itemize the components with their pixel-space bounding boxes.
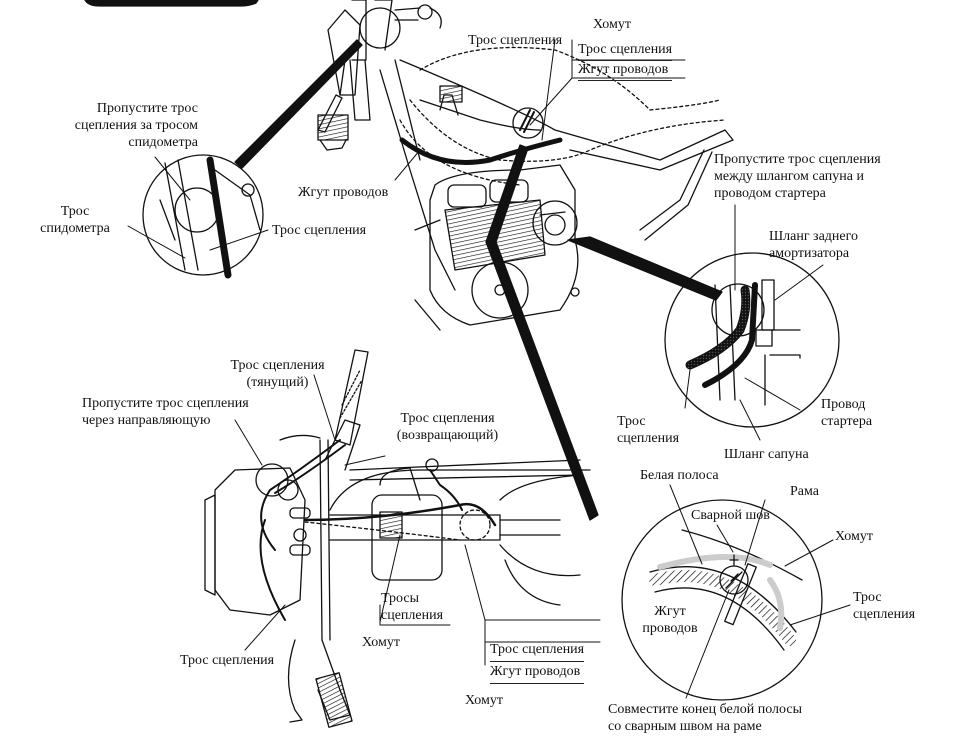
label-clutch-cable-return: Трос сцепления (возвращающий) bbox=[385, 410, 510, 444]
label-starter-wire: Провод стартера bbox=[821, 396, 872, 430]
label-starter-wire-line-2: стартера bbox=[821, 414, 873, 429]
label-white-stripe: Белая полоса bbox=[640, 468, 719, 483]
label-rear-shock-hose: Шланг заднего амортизатора bbox=[769, 228, 858, 262]
label-clutch-cable-return-line-1: Трос сцепления bbox=[400, 411, 495, 426]
label-starter-wire-line-1: Провод bbox=[821, 397, 866, 412]
label-handlebar-stack: Трос сцепления Жгут проводов bbox=[490, 640, 585, 684]
label-weld-clutch-cable: Трос сцепления bbox=[853, 589, 915, 623]
label-guide-instruction-line-1: Пропустите трос сцепления bbox=[82, 396, 249, 411]
label-weld-wire-harness-line-2: проводов bbox=[642, 621, 698, 636]
label-wire-harness-main: Жгут проводов bbox=[298, 185, 389, 200]
breather-callout-circle bbox=[664, 252, 840, 428]
label-clutch-cables: Тросы сцепления bbox=[323, 590, 443, 624]
label-weld-wire-harness-line-1: Жгут bbox=[654, 604, 686, 619]
label-breather-hose: Шланг сапуна bbox=[724, 447, 809, 462]
label-guide-instruction: Пропустите трос сцепления через направля… bbox=[82, 395, 249, 429]
label-top-clamp: Хомут bbox=[593, 17, 631, 32]
speedo-callout-circle bbox=[142, 154, 264, 279]
label-breather-instruction-line-1: Пропустите трос сцепления bbox=[714, 152, 881, 167]
weld-callout-circle bbox=[621, 499, 823, 701]
label-clutch-cables-line-1: Тросы bbox=[381, 591, 419, 606]
label-weld-instruction-line-1: Совместите конец белой полосы bbox=[608, 702, 802, 717]
label-weld-instruction: Совместите конец белой полосы со сварным… bbox=[608, 701, 802, 735]
label-weld-seam: Сварной шов bbox=[691, 508, 770, 523]
label-rear-shock-hose-line-2: амортизатора bbox=[769, 246, 850, 261]
label-breather-instruction: Пропустите трос сцепления между шлангом … bbox=[714, 151, 881, 202]
label-clutch-cable-pull-line-2: (тянущий) bbox=[246, 375, 309, 390]
label-handlebar-clamp-1: Хомут bbox=[362, 635, 400, 650]
label-clutch-cable-pull-line-1: Трос сцепления bbox=[230, 358, 325, 373]
label-weld-wire-harness: Жгут проводов bbox=[630, 603, 710, 637]
label-frame: Рама bbox=[790, 484, 819, 499]
leader-lines bbox=[127, 39, 851, 699]
label-weld-clutch-cable-line-2: сцепления bbox=[853, 607, 916, 622]
label-handlebar-stack-row-2: Жгут проводов bbox=[490, 662, 585, 684]
label-speedo-cable-line-1: Трос bbox=[60, 204, 90, 219]
label-handlebar-clamp-2: Хомут bbox=[465, 693, 503, 708]
label-handlebar-stack-row-1: Трос сцепления bbox=[490, 640, 585, 662]
label-clutch-cable-pull: Трос сцепления (тянущий) bbox=[220, 357, 335, 391]
label-speedo-instruction: Пропустите трос сцепления за тросом спид… bbox=[58, 100, 198, 151]
label-breather-instruction-line-2: между шлангом сапуна и bbox=[714, 169, 864, 184]
label-weld-clutch-cable-line-1: Трос bbox=[853, 590, 882, 605]
label-top-clutch-cable: Трос сцепления bbox=[468, 33, 563, 48]
label-top-stack: Трос сцепления Жгут проводов bbox=[578, 41, 673, 81]
label-guide-instruction-line-2: через направляющую bbox=[82, 413, 211, 428]
label-speedo-instruction-line-2: сцепления за тросом bbox=[74, 118, 198, 133]
label-top-stack-row-1: Трос сцепления bbox=[578, 41, 673, 61]
label-speedo-instruction-line-1: Пропустите трос bbox=[96, 101, 198, 116]
label-speedo-cable-line-2: спидометра bbox=[40, 221, 110, 236]
label-speedo-clutch-cable: Трос сцепления bbox=[272, 223, 367, 238]
label-speedo-cable: Трос спидометра bbox=[30, 203, 120, 237]
label-clutch-cable-return-line-2: (возвращающий) bbox=[396, 428, 499, 443]
label-rear-shock-hose-line-1: Шланг заднего bbox=[769, 229, 859, 244]
label-weld-instruction-line-2: со сварным швом на раме bbox=[608, 719, 762, 734]
label-weld-clamp: Хомут bbox=[835, 529, 873, 544]
label-top-stack-row-2: Жгут проводов bbox=[578, 61, 673, 81]
pointer-lines bbox=[234, 39, 723, 521]
header-bar-fragment bbox=[84, 0, 259, 7]
label-clutch-cables-line-2: сцепления bbox=[381, 608, 444, 623]
top-view-handlebar bbox=[204, 349, 591, 728]
label-breather-clutch-cable: Трос сцепления bbox=[617, 413, 679, 447]
label-breather-clutch-cable-line-1: Трос bbox=[617, 414, 646, 429]
label-handlebar-clutch-cable: Трос сцепления bbox=[180, 653, 275, 668]
label-speedo-instruction-line-3: спидометра bbox=[128, 135, 198, 150]
label-breather-instruction-line-3: проводом стартера bbox=[714, 186, 826, 201]
label-breather-clutch-cable-line-2: сцепления bbox=[617, 431, 680, 446]
